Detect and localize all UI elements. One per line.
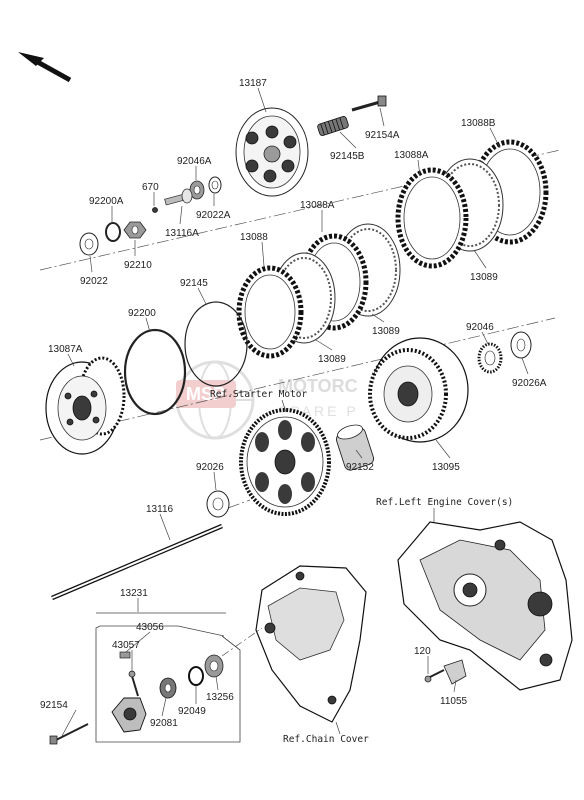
leader-lines bbox=[61, 87, 529, 737]
bolt-120 bbox=[424, 669, 445, 683]
label-92154: 92154 bbox=[40, 700, 68, 711]
label-13088: 13088 bbox=[240, 232, 268, 243]
label-92152: 92152 bbox=[346, 462, 374, 473]
label-92145: 92145 bbox=[180, 278, 208, 289]
bracket-11055 bbox=[443, 659, 467, 685]
label-11055: 11055 bbox=[440, 696, 468, 707]
label-92154A: 92154A bbox=[365, 130, 400, 141]
front-direction-arrow-icon bbox=[18, 52, 72, 83]
label-43056: 43056 bbox=[136, 622, 164, 633]
o-ring-92200 bbox=[123, 328, 187, 416]
clutch-spring-92145B bbox=[317, 116, 349, 136]
label-92049: 92049 bbox=[178, 706, 206, 717]
o-ring-92049 bbox=[188, 666, 204, 686]
watermark-brand: MSP bbox=[186, 384, 225, 404]
push-rod-end-13116A bbox=[164, 188, 193, 206]
chain-cover bbox=[255, 565, 367, 723]
ref-chain-cover: Ref.Chain Cover bbox=[283, 734, 369, 745]
label-92046A: 92046A bbox=[177, 156, 212, 167]
label-13095: 13095 bbox=[432, 462, 460, 473]
release-kit-box-13231 bbox=[95, 612, 241, 743]
nut-92210 bbox=[123, 221, 147, 239]
label-13256: 13256 bbox=[206, 692, 234, 703]
needle-bearing-92046 bbox=[477, 342, 503, 374]
clutch-hub-13087A bbox=[45, 356, 126, 455]
watermark-badge bbox=[176, 380, 236, 408]
friction-plate-13088A-top bbox=[395, 167, 469, 269]
seal-92081 bbox=[159, 677, 177, 699]
clutch-housing-13095 bbox=[368, 337, 469, 443]
label-13089-low: 13089 bbox=[318, 354, 346, 365]
pressure-plate-13187 bbox=[235, 107, 309, 197]
starter-gear bbox=[239, 408, 331, 516]
bolt-92154A bbox=[351, 95, 387, 112]
watermark: MSP MOTORC SPARE P bbox=[175, 360, 358, 440]
label-92022: 92022 bbox=[80, 276, 108, 287]
label-13116A: 13116A bbox=[165, 228, 199, 239]
washer-92022 bbox=[79, 232, 99, 256]
label-43057: 43057 bbox=[112, 640, 140, 651]
release-body bbox=[111, 697, 147, 733]
pin-43057 bbox=[128, 670, 139, 697]
ref-starter-motor: Ref.Starter Motor bbox=[210, 389, 308, 400]
label-13088B: 13088B bbox=[461, 118, 496, 129]
label-13187: 13187 bbox=[239, 78, 267, 89]
sleeve-92152 bbox=[335, 424, 375, 471]
label-92145B: 92145B bbox=[330, 151, 365, 162]
left-engine-cover bbox=[397, 521, 573, 691]
washer-92026A bbox=[510, 331, 532, 359]
label-92200A: 92200A bbox=[89, 196, 124, 207]
label-13089-mid: 13089 bbox=[372, 326, 400, 337]
spring-ring-92145 bbox=[184, 301, 248, 387]
label-92026: 92026 bbox=[196, 462, 224, 473]
bolt-92154 bbox=[49, 723, 89, 745]
ball-670 bbox=[152, 207, 158, 213]
label-92026A: 92026A bbox=[512, 378, 547, 389]
ref-left-engine-cover: Ref.Left Engine Cover(s) bbox=[376, 497, 513, 508]
label-92210: 92210 bbox=[124, 260, 152, 271]
label-13231: 13231 bbox=[120, 588, 148, 599]
label-13089-right: 13089 bbox=[470, 272, 498, 283]
screw-43056 bbox=[119, 651, 131, 659]
label-13116: 13116 bbox=[146, 504, 174, 515]
label-13087A: 13087A bbox=[48, 344, 83, 355]
label-92081: 92081 bbox=[150, 718, 178, 729]
push-rod-13116 bbox=[51, 523, 223, 601]
reference-labels: Ref.Starter Motor Ref.Left Engine Cover(… bbox=[210, 389, 513, 745]
part-labels: 13187 92154A 13088B 92046A 92145B 13088A… bbox=[40, 78, 547, 729]
friction-plate-13088 bbox=[236, 265, 304, 359]
label-92046: 92046 bbox=[466, 322, 494, 333]
washer-92026 bbox=[206, 490, 230, 518]
label-92022A: 92022A bbox=[196, 210, 231, 221]
washer-92022A bbox=[208, 176, 222, 194]
label-13088A-mid: 13088A bbox=[300, 200, 335, 211]
label-92200: 92200 bbox=[128, 308, 156, 319]
watermark-text-1: MOTORC bbox=[278, 376, 358, 396]
label-670: 670 bbox=[142, 182, 159, 193]
o-ring-92200A bbox=[105, 222, 121, 242]
bushing-13256 bbox=[204, 654, 224, 678]
label-120: 120 bbox=[414, 646, 431, 657]
label-13088A-top: 13088A bbox=[394, 150, 429, 161]
